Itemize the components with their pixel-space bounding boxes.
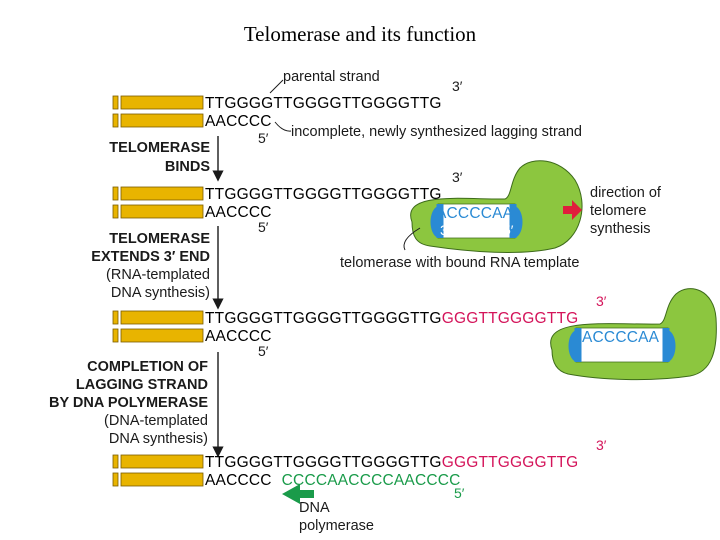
extension-seq-3: GGGTTGGGGTTG (442, 310, 579, 327)
direction-label-line-3: synthesis (590, 221, 650, 237)
rna-three-prime-1: 3′ (440, 222, 451, 238)
dna-bar-bottom-1 (112, 113, 204, 128)
top-strand-seq-2: TTGGGGTTGGGGTTGGGGTTG (205, 186, 442, 203)
template-leader-line (403, 227, 421, 251)
three-prime-label-3: 3′ (596, 293, 607, 309)
step-extends-line-3: (RNA-templated (106, 267, 210, 283)
step-binds-line-2: BINDS (165, 159, 210, 175)
top-strand-seq-4: TTGGGGTTGGGGTTGGGGTTGGGGTTGGGGTTG (205, 454, 578, 471)
top-strand-seq-1: TTGGGGTTGGGGTTGGGGTTG (205, 95, 442, 112)
rna-template-seq-2: ACCCCAA (582, 329, 660, 346)
dna-bar-bottom-4 (112, 472, 204, 487)
step-extends: TELOMERASE EXTENDS 3′ END (RNA-templated… (91, 226, 224, 310)
bottom-strand-seq-4-original: AACCCC (205, 472, 272, 489)
rna-five-prime-1: 5′ (503, 222, 514, 238)
step-completion-line-5: DNA synthesis) (109, 431, 208, 447)
bottom-strand-seq-2: AACCCC (205, 204, 272, 221)
dna-bar-top-4 (112, 454, 204, 469)
step-completion-line-1: COMPLETION OF (87, 359, 208, 375)
step-extends-line-4: DNA synthesis) (111, 285, 210, 301)
step-extends-line-2: EXTENDS 3′ END (91, 249, 210, 265)
row-1: TTGGGGTTGGGGTTGGGGTTG AACCCC 3′ 5′ paren… (112, 69, 582, 146)
rna-three-prime-2: 3′ (588, 346, 599, 362)
telomerase-enzyme-icon (410, 160, 583, 253)
incomplete-leader-line (274, 121, 292, 132)
step-completion-line-4: (DNA-templated (104, 413, 208, 429)
red-arrow-right-icon (563, 200, 582, 220)
top-strand-seq-3: TTGGGGTTGGGGTTGGGGTTGGGGTTGGGGTTG (205, 310, 578, 327)
polymerase-fill-seq: CCCCAACCCCAACCCC (282, 472, 461, 489)
telomerase-template-label: telomerase with bound RNA template (340, 255, 579, 271)
parental-strand-label: parental strand (283, 69, 380, 85)
rna-template-seq-1: ACCCCAA (436, 205, 514, 222)
rna-five-prime-2: 5′ (652, 346, 663, 362)
dna-polymerase-label-line-1: DNA (299, 500, 330, 516)
direction-label-line-1: direction of (590, 185, 662, 201)
three-prime-label-4: 3′ (596, 437, 607, 453)
step-extends-line-1: TELOMERASE (109, 231, 210, 247)
three-prime-label-2: 3′ (452, 169, 463, 185)
step-completion-line-3: BY DNA POLYMERASE (49, 395, 208, 411)
dna-polymerase-label-line-2: polymerase (299, 518, 374, 534)
bottom-strand-seq-3: AACCCC (205, 328, 272, 345)
step-completion: COMPLETION OF LAGGING STRAND BY DNA POLY… (49, 352, 224, 458)
five-prime-label-1: 5′ (258, 130, 269, 146)
telomerase-enzyme-icon (550, 288, 717, 381)
extension-seq-4: GGGTTGGGGTTG (442, 454, 579, 471)
five-prime-label-3: 5′ (258, 343, 269, 359)
row-2: TTGGGGTTGGGGTTGGGGTTG AACCCC 3′ 5′ ACCCC… (112, 160, 662, 271)
green-arrow-left-icon (282, 484, 314, 504)
bottom-strand-seq-1: AACCCC (205, 113, 272, 130)
top-strand-seq-3-parental: TTGGGGTTGGGGTTGGGGTTG (205, 310, 442, 327)
step-completion-line-2: LAGGING STRAND (76, 377, 208, 393)
top-strand-seq-4-parental: TTGGGGTTGGGGTTGGGGTTG (205, 454, 442, 471)
dna-bar-bottom-3 (112, 328, 204, 343)
five-prime-label-2: 5′ (258, 219, 269, 235)
three-prime-label-1: 3′ (452, 78, 463, 94)
page-title: Telomerase and its function (243, 22, 477, 46)
dna-bar-top-2 (112, 186, 204, 201)
dna-bar-bottom-2 (112, 204, 204, 219)
row-3: TTGGGGTTGGGGTTGGGGTTGGGGTTGGGGTTG AACCCC… (112, 288, 717, 381)
five-prime-label-4: 5′ (454, 485, 465, 501)
direction-label-line-2: telomere (590, 203, 646, 219)
row-4: TTGGGGTTGGGGTTGGGGTTGGGGTTGGGGTTG AACCCC… (112, 437, 607, 534)
incomplete-strand-label: incomplete, newly synthesized lagging st… (291, 124, 582, 140)
dna-bar-top-3 (112, 310, 204, 325)
bottom-strand-seq-4: AACCCC CCCCAACCCCAACCCC (205, 472, 461, 489)
step-binds-line-1: TELOMERASE (109, 140, 210, 156)
step-binds: TELOMERASE BINDS (109, 136, 224, 182)
dna-bar-top-1 (112, 95, 204, 110)
parental-leader-line (269, 79, 284, 94)
